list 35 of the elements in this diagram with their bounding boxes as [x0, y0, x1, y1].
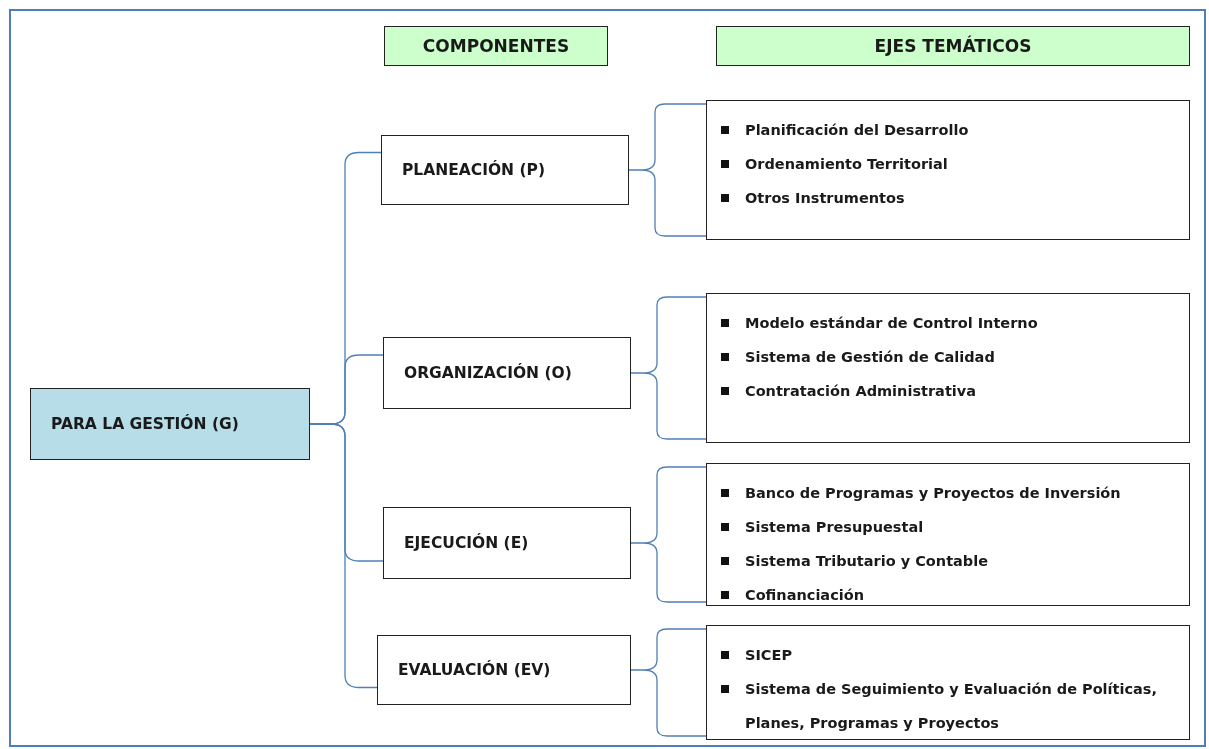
component-box	[383, 507, 631, 579]
theme-list-box	[706, 625, 1190, 740]
list-item: Planificación del Desarrollo	[745, 121, 969, 140]
brace-connector	[630, 296, 707, 440]
theme-list-box	[706, 463, 1190, 606]
brace-connector	[628, 103, 707, 237]
list-item: Modelo estándar de Control Interno	[745, 314, 1038, 333]
list-item: Sistema de Gestión de Calidad	[745, 348, 995, 367]
list-item: Sistema de Seguimiento y Evaluación de Políticas, Planes, Programas y Proyectos	[745, 680, 1158, 733]
list-item: Ordenamiento Territorial	[745, 155, 948, 174]
box-label: EJECUCIÓN (E)	[404, 534, 529, 552]
theme-list-box	[706, 100, 1190, 240]
component-box	[381, 135, 629, 205]
list-item: Contratación Administrativa	[745, 382, 977, 401]
box-label: PLANEACIÓN (P)	[402, 161, 545, 179]
theme-list-box	[706, 293, 1190, 443]
box-label: EJES TEMÁTICOS	[874, 36, 1032, 56]
component-box	[383, 337, 631, 409]
column-header	[384, 26, 608, 66]
list-item: Cofinanciación	[745, 586, 864, 605]
list-item: SICEP	[745, 646, 792, 665]
list-item: Sistema Tributario y Contable	[745, 552, 989, 571]
brace-connector	[630, 628, 707, 737]
brace-connector	[309, 423, 378, 689]
column-header	[716, 26, 1190, 66]
brace-connector	[630, 466, 707, 603]
component-box	[377, 635, 631, 705]
box-label: COMPONENTES	[422, 36, 570, 56]
root-box	[30, 388, 310, 460]
list-item: Banco de Programas y Proyectos de Inversión	[745, 484, 1121, 503]
box-label: ORGANIZACIÓN (O)	[404, 364, 572, 382]
box-label: PARA LA GESTIÓN (G)	[51, 415, 239, 433]
list-item: Sistema Presupuestal	[745, 518, 924, 537]
box-label: EVALUACIÓN (EV)	[398, 661, 551, 679]
list-item: Otros Instrumentos	[745, 189, 905, 208]
